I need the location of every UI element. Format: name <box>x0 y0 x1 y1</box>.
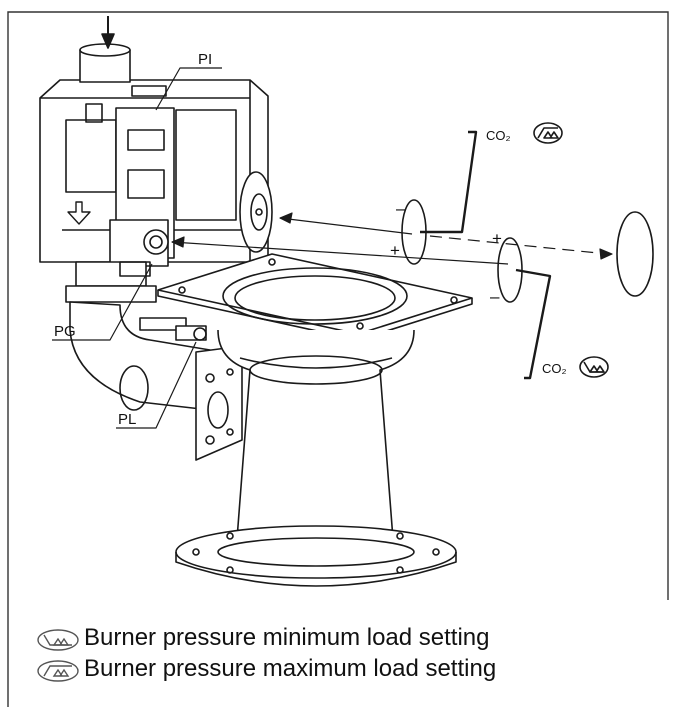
adjust-ring-min <box>497 237 523 303</box>
allen-key-max <box>420 130 478 234</box>
cover-cap <box>616 211 654 297</box>
burner-head <box>217 329 415 553</box>
legend-min-load-icon <box>37 629 79 651</box>
label-minus-right: – <box>490 287 500 306</box>
side-flange <box>195 345 243 461</box>
gas-valve <box>39 16 273 303</box>
allen-key-min <box>515 268 552 380</box>
min-load-icon <box>579 356 609 378</box>
legend-max-load: Burner pressure maximum load setting <box>84 655 497 682</box>
label-plus-left: + <box>390 241 400 260</box>
label-co2-max: CO₂ <box>486 128 511 143</box>
label-plus-right: + <box>492 229 502 248</box>
label-minus-left: – <box>396 199 406 218</box>
label-pl: PL <box>118 411 136 428</box>
max-load-icon <box>533 122 563 144</box>
label-pg: PG <box>54 323 76 340</box>
frame-border <box>7 11 669 707</box>
legend-min-load: Burner pressure minimum load setting <box>84 624 490 651</box>
adjust-ring-max <box>401 199 427 265</box>
bottom-flange <box>175 525 457 587</box>
legend-max-load-icon <box>37 660 79 682</box>
label-pi: PI <box>198 51 212 68</box>
label-co2-min: CO₂ <box>542 361 567 376</box>
elbow-pipe <box>69 301 211 411</box>
